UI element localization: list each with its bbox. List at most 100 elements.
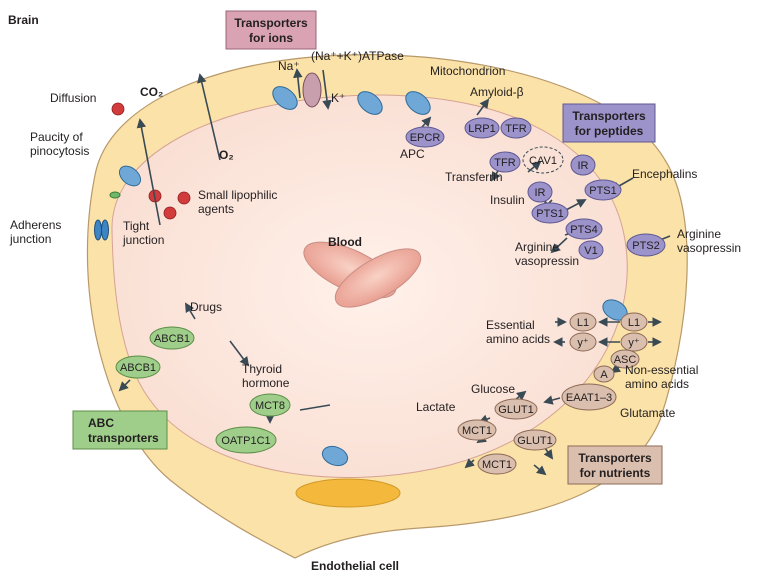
insulin-label: Insulin [490, 193, 525, 207]
svg-text:V1: V1 [584, 245, 597, 257]
adherens-label-line1: Adherens [10, 218, 61, 232]
svg-text:ABCB1: ABCB1 [154, 333, 190, 345]
svg-text:MCT1: MCT1 [482, 459, 512, 471]
oatp1c1-transporter: OATP1C1 [215, 426, 277, 454]
nucleus [295, 478, 401, 508]
svg-text:GLUT1: GLUT1 [517, 435, 552, 447]
svg-text:for peptides: for peptides [575, 124, 644, 138]
o2-label: O₂ [219, 148, 234, 162]
glut1-outer-transporter: GLUT1 [513, 429, 557, 451]
svg-text:PTS1: PTS1 [536, 208, 564, 220]
small-lipophilic-label-line1: Small lipophilic [198, 188, 277, 202]
arginine-in-label-line2: vasopressin [515, 254, 579, 268]
yplus-inner-transporter: y⁺ [569, 332, 597, 352]
tight-label-line2: junction [122, 233, 164, 247]
abcb1-outer-transporter: ABCB1 [115, 355, 161, 379]
co2-label: CO₂ [140, 85, 163, 99]
svg-text:for nutrients: for nutrients [580, 466, 651, 480]
na-label: Na⁺ [278, 59, 300, 73]
svg-text:L1: L1 [577, 317, 589, 329]
nonessential-label-line2: amino acids [625, 377, 689, 391]
atpase-label: (Na⁺+K⁺)ATPase [311, 49, 404, 63]
mitochondria [118, 86, 628, 467]
mct1-inner-transporter: MCT1 [457, 419, 497, 441]
glucose-label: Glucose [471, 382, 515, 396]
v1-transporter: V1 [578, 240, 604, 260]
svg-text:ABCB1: ABCB1 [120, 362, 156, 374]
tfr-top-transporter: TFR [500, 117, 532, 139]
svg-text:MCT8: MCT8 [255, 400, 285, 412]
paucity-label-line1: Paucity of [30, 130, 83, 144]
svg-text:LRP1: LRP1 [468, 123, 496, 135]
lipophilic-particles [111, 102, 191, 220]
small-lipophilic-label-line2: agents [198, 202, 234, 216]
eaat-transporter: EAAT1–3 [561, 383, 617, 411]
pts2-transporter: PTS2 [626, 233, 666, 257]
svg-text:L1: L1 [628, 317, 640, 329]
ir-top-transporter: IR [570, 154, 596, 176]
svg-text:EAAT1–3: EAAT1–3 [566, 392, 612, 404]
paucity-label-line2: pinocytosis [30, 144, 89, 158]
svg-text:for ions: for ions [249, 31, 293, 45]
brain-label: Brain [8, 13, 39, 27]
svg-text:EPCR: EPCR [410, 132, 441, 144]
svg-text:ASC: ASC [614, 354, 637, 366]
arginine-out-label-line1: Arginine [677, 227, 721, 241]
encephalins-label: Encephalins [632, 167, 697, 181]
svg-text:PTS1: PTS1 [589, 185, 617, 197]
mitochondrion-label: Mitochondrion [430, 64, 505, 78]
apc-label: APC [400, 147, 425, 161]
svg-text:TFR: TFR [494, 157, 515, 169]
tight-junction-icon [94, 219, 109, 241]
svg-text:y⁺: y⁺ [628, 337, 640, 349]
adherens-label-line2: junction [9, 232, 51, 246]
svg-text:y⁺: y⁺ [577, 337, 589, 349]
svg-text:OATP1C1: OATP1C1 [221, 435, 270, 447]
endothelial-cell-label: Endothelial cell [311, 559, 399, 573]
ions-transporter-box: Transporters for ions [225, 10, 317, 50]
essential-label-line2: amino acids [486, 332, 550, 346]
k-label: K⁺ [331, 91, 345, 105]
red-blood-cells [303, 241, 422, 308]
svg-text:CAV1: CAV1 [529, 155, 557, 167]
svg-text:TFR: TFR [505, 123, 526, 135]
arginine-in-label-line1: Arginine [515, 240, 559, 254]
svg-text:PTS4: PTS4 [570, 224, 598, 236]
nutrients-transporter-box: Transporters for nutrients [567, 445, 663, 485]
mct8-transporter: MCT8 [249, 393, 291, 417]
asc-transporter: ASC [610, 349, 640, 369]
tight-label-line1: Tight [123, 219, 150, 233]
lrp1-transporter: LRP1 [464, 117, 500, 139]
pinocytosis-vesicle [109, 191, 121, 199]
glutamate-label: Glutamate [620, 406, 676, 420]
svg-text:IR: IR [578, 160, 589, 172]
mct1-outer-transporter: MCT1 [477, 453, 517, 475]
pts1-bottom-transporter: PTS1 [531, 202, 569, 224]
na-k-atpase-icon [302, 72, 322, 108]
svg-text:Transporters: Transporters [578, 451, 652, 465]
tfr-bottom-transporter: TFR [489, 151, 521, 173]
peptides-transporter-box: Transporters for peptides [562, 103, 656, 143]
blood-label: Blood [328, 235, 362, 249]
pts4-transporter: PTS4 [565, 218, 603, 240]
epcr-transporter: EPCR [405, 126, 445, 148]
svg-text:A: A [600, 369, 608, 381]
l1-inner-transporter: L1 [569, 312, 597, 332]
lactate-label: Lactate [416, 400, 456, 414]
essential-label-line1: Essential [486, 318, 535, 332]
svg-text:IR: IR [535, 187, 546, 199]
arginine-out-label-line2: vasopressin [677, 241, 741, 255]
a-transporter: A [593, 365, 615, 383]
abcb1-inner-transporter: ABCB1 [149, 326, 195, 350]
ir-bottom-transporter: IR [527, 181, 553, 203]
thyroid-label-line1: Thyroid [242, 362, 282, 376]
svg-text:Transporters: Transporters [234, 16, 308, 30]
svg-text:Transporters: Transporters [572, 109, 646, 123]
glut1-inner-transporter: GLUT1 [494, 398, 538, 420]
drugs-label: Drugs [190, 300, 222, 314]
transferrin-label: Transferrin [445, 170, 503, 184]
amyloid-beta-label: Amyloid-β [470, 85, 524, 99]
l1-outer-transporter: L1 [620, 312, 648, 332]
svg-text:GLUT1: GLUT1 [498, 404, 533, 416]
